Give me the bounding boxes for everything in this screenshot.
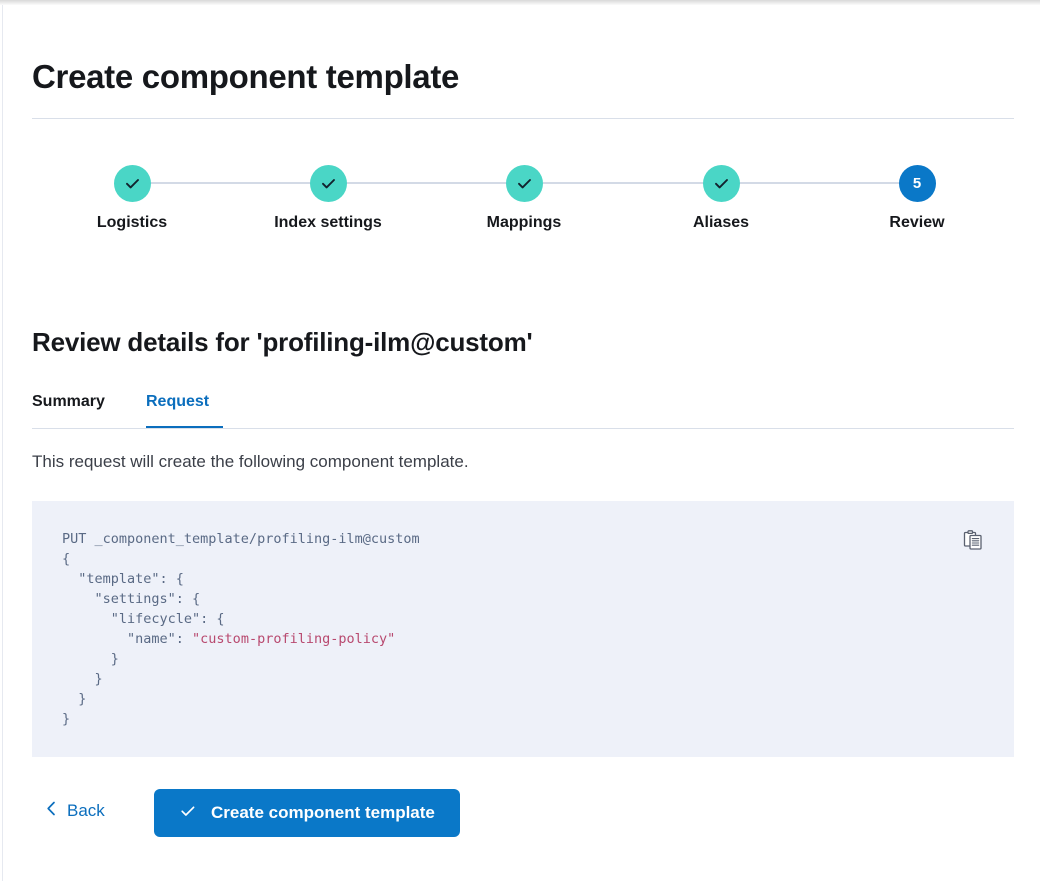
stepper-step-label: Logistics: [96, 214, 168, 231]
check-icon: [123, 174, 142, 193]
request-string-value: "custom-profiling-policy": [192, 631, 396, 647]
wizard-stepper: Logistics Index settings Mappings: [32, 165, 1014, 261]
check-icon: [179, 802, 197, 825]
step-status-circle: [505, 165, 543, 202]
create-component-template-button[interactable]: Create component template: [154, 789, 460, 837]
create-component-template-page: Create component template Logistics Inde…: [3, 5, 1040, 881]
stepper-step-aliases[interactable]: Aliases: [641, 165, 801, 232]
back-button[interactable]: Back: [45, 800, 105, 822]
tab-summary[interactable]: Summary: [32, 393, 105, 410]
wizard-footer-actions: Back Create component template: [32, 789, 1014, 839]
stepper-step-label: Review: [889, 214, 945, 231]
clipboard-copy-icon: [962, 529, 984, 554]
page-left-border: [2, 5, 3, 881]
step-status-circle: [309, 165, 347, 202]
stepper-connector-2: [346, 182, 524, 184]
review-tabs: Summary Request: [32, 385, 1014, 429]
check-icon: [712, 174, 731, 193]
request-body-before: { "template": { "settings": { "lifecycle…: [62, 551, 225, 647]
stepper-step-review[interactable]: 5 Review: [837, 165, 997, 232]
stepper-connector-3: [543, 182, 721, 184]
page-title: Create component template: [32, 58, 460, 96]
stepper-connector-1: [150, 182, 328, 184]
stepper-step-label: Aliases: [692, 214, 750, 231]
chevron-left-icon: [45, 800, 58, 822]
stepper-step-label: Index settings: [274, 214, 382, 231]
stepper-step-index-settings[interactable]: Index settings: [248, 165, 408, 232]
tab-active-indicator: [146, 426, 223, 429]
back-button-label: Back: [67, 801, 105, 820]
stepper-step-logistics[interactable]: Logistics: [52, 165, 212, 232]
step-number: 5: [912, 175, 922, 192]
check-icon: [515, 174, 534, 193]
tabs-divider: [32, 428, 1014, 429]
step-status-circle: [702, 165, 740, 202]
check-icon: [319, 174, 338, 193]
tab-request[interactable]: Request: [146, 393, 210, 410]
step-status-circle: 5: [898, 165, 936, 202]
review-heading: Review details for 'profiling-ilm@custom…: [32, 326, 533, 357]
title-divider: [32, 118, 1014, 119]
request-method-line: PUT _component_template/profiling-ilm@cu…: [62, 531, 420, 547]
stepper-connector-4: [739, 182, 917, 184]
stepper-step-mappings[interactable]: Mappings: [444, 165, 604, 232]
request-code-text: PUT _component_template/profiling-ilm@cu…: [62, 529, 420, 729]
create-button-label: Create component template: [211, 803, 435, 822]
request-code-block: PUT _component_template/profiling-ilm@cu…: [32, 501, 1014, 757]
request-body-after: } } } }: [62, 651, 119, 727]
browser-chrome-strip: [0, 0, 1040, 5]
request-description: This request will create the following c…: [32, 452, 469, 471]
stepper-step-label: Mappings: [486, 214, 562, 231]
copy-request-button[interactable]: [960, 528, 986, 554]
step-status-circle: [113, 165, 151, 202]
